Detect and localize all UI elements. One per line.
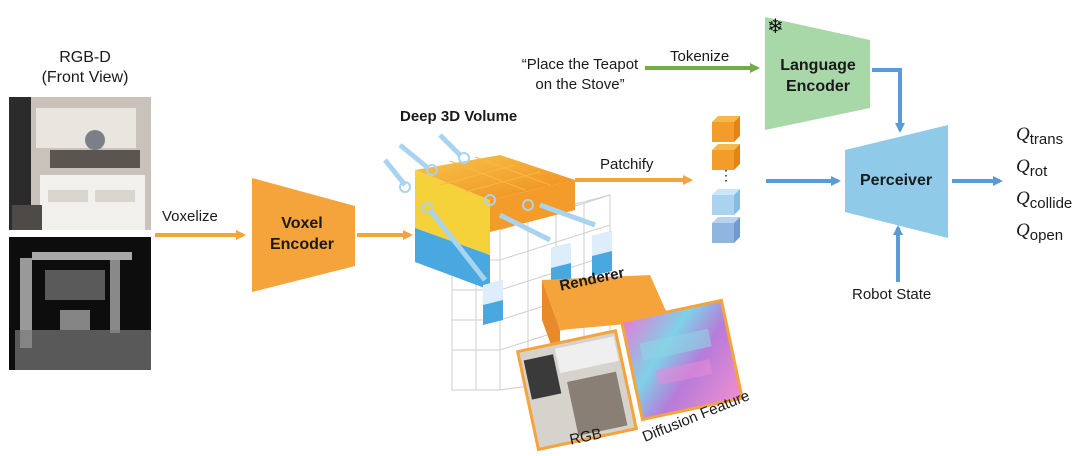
ray-sample-points [399,152,534,214]
language-encoder-label-line1: Language [780,57,856,74]
rendered-rgb-image [515,329,639,452]
sampled-voxels [483,231,612,325]
input-title-line2: (Front View) [41,69,129,86]
output-subscript: trans [1029,131,1064,148]
token-ellipsis: ⋮ [719,167,733,183]
voxel-encoder-label-line1: Voxel [281,215,323,232]
deep-volume-label: Deep 3D Volume [400,108,518,125]
rgb-input-image [9,97,151,230]
output-symbol: Q [1016,220,1030,241]
input-title: RGB-D (Front View) [30,48,140,88]
diffusion-feature-image [619,298,744,422]
output-subscript: collide [1029,195,1073,212]
instruction-line2: on the Stove” [535,76,625,93]
output-q-rot: Qrot [1016,156,1047,180]
voxelize-label: Voxelize [162,208,218,225]
depth-point-cloud-image [9,237,151,370]
perceiver-label: Perceiver [860,172,933,189]
instruction-line1: “Place the Teapot [521,56,639,73]
snowflake-icon: ❄ [767,16,784,38]
output-q-collide: Qcollide [1016,188,1072,212]
perceiver-block [845,125,948,238]
language-to-perceiver-arrow [872,68,905,133]
output-symbol: Q [1016,188,1030,209]
robot-state-label: Robot State [852,286,932,303]
input-title-line1: RGB-D [59,49,111,66]
token-stack [712,116,740,243]
camera-rays [383,133,596,282]
language-encoder-label: Language Encoder [770,55,866,97]
output-subscript: rot [1029,163,1048,180]
output-q-trans: Qtrans [1016,124,1063,148]
language-encoder-block [765,17,870,130]
voxel-encoder-label: Voxel Encoder [252,213,352,255]
voxel-encoder-label-line2: Encoder [269,236,334,253]
output-symbol: Q [1016,156,1030,177]
output-subscript: open [1029,227,1064,244]
output-symbol: Q [1016,124,1030,145]
voxel-encoder-block [252,178,355,292]
instruction-text: “Place the Teapot on the Stove” [505,55,655,95]
output-q-open: Qopen [1016,220,1063,244]
language-encoder-label-line2: Encoder [785,78,850,95]
tokenize-label: Tokenize [670,48,730,65]
patchify-label: Patchify [600,156,654,173]
